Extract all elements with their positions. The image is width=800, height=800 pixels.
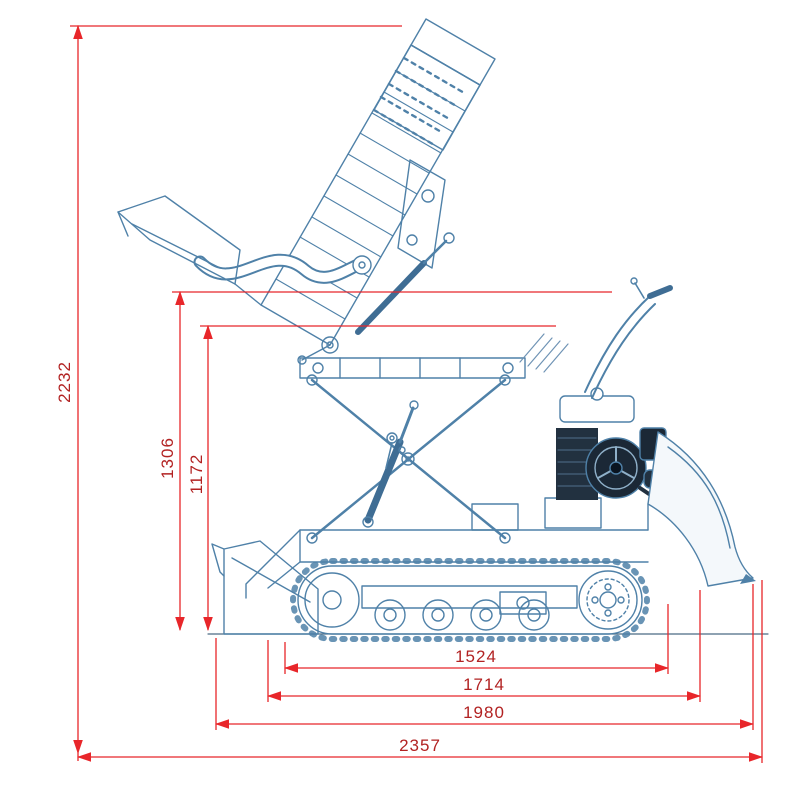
hopper-platform bbox=[297, 333, 569, 379]
lift-cylinder bbox=[364, 438, 404, 524]
control-lever bbox=[386, 432, 398, 444]
hopper-bracket bbox=[397, 159, 446, 269]
dimension-lines bbox=[70, 24, 764, 763]
dimension-1980 bbox=[214, 584, 755, 730]
dimension-label-1714: 1714 bbox=[463, 675, 505, 694]
dimension-1524 bbox=[283, 604, 670, 674]
chassis-frame bbox=[245, 497, 649, 599]
dimension-2357 bbox=[76, 580, 764, 763]
hopper-pivot bbox=[321, 336, 339, 354]
dimension-label-1524: 1524 bbox=[455, 647, 497, 666]
dimension-2232 bbox=[70, 24, 402, 761]
tip-cylinder bbox=[355, 260, 427, 335]
dimension-label-1172: 1172 bbox=[187, 454, 206, 495]
hopper bbox=[117, 18, 496, 354]
discharge-spout bbox=[117, 195, 241, 285]
machine-drawing bbox=[117, 18, 769, 642]
dimension-label-1306: 1306 bbox=[158, 437, 177, 479]
dimension-1714 bbox=[266, 590, 702, 702]
dimension-1306 bbox=[172, 290, 612, 632]
dimension-label-2357: 2357 bbox=[399, 736, 441, 755]
dimension-label-1980: 1980 bbox=[463, 703, 505, 722]
hopper-rib-stripes bbox=[275, 70, 466, 320]
dimension-1172 bbox=[200, 324, 556, 632]
handle-grip bbox=[647, 285, 673, 299]
scissor-lift bbox=[306, 374, 511, 544]
rear-discharge-plate bbox=[647, 431, 756, 587]
mesh-slots bbox=[372, 56, 468, 148]
dimension-label-2232: 2232 bbox=[55, 361, 74, 403]
front-blade bbox=[211, 540, 319, 635]
drive-sprocket bbox=[578, 570, 638, 630]
idler-wheel bbox=[304, 572, 360, 628]
track-assembly bbox=[290, 558, 650, 642]
mesh-panel bbox=[373, 44, 481, 151]
dashboard-hatch bbox=[519, 333, 569, 373]
dimension-labels: 2232 1306 1172 1524 1714 1980 2357 bbox=[55, 361, 505, 755]
handlebar bbox=[584, 277, 673, 399]
